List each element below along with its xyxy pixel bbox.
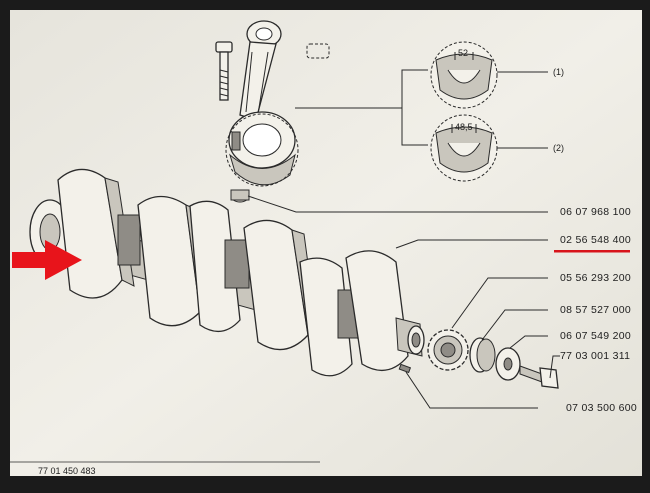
dimension-label-2: 48,5 <box>455 122 473 132</box>
highlight-underline <box>554 250 630 253</box>
part-number-3: 05 56 293 200 <box>560 272 631 284</box>
washer <box>495 347 521 381</box>
spacer-ring <box>469 337 496 373</box>
part-number-5: 06 07 549 200 <box>560 330 631 342</box>
leader-lines <box>247 195 560 409</box>
big-end-detail-marker <box>225 113 299 187</box>
dimension-label-1: 52 <box>458 48 468 58</box>
detail-view-2: 48,5 (2) <box>430 114 564 182</box>
detail-label-1: (1) <box>553 67 564 77</box>
rod-bolt <box>215 41 233 101</box>
part-number-4: 08 57 527 000 <box>560 304 631 316</box>
red-arrow-icon <box>12 240 82 280</box>
detail-view-1: 52 (1) <box>430 41 564 109</box>
crank-bolt <box>519 365 559 389</box>
bush-part <box>230 189 250 203</box>
timing-sprocket <box>427 329 469 371</box>
part-number-list: 06 07 968 100 02 56 548 400 05 56 293 20… <box>560 206 637 414</box>
connecting-rod-assembly <box>215 20 428 203</box>
small-end-bush <box>306 43 330 59</box>
footer-reference: 77 01 450 483 <box>38 466 96 476</box>
part-number-7: 07 03 500 600 <box>566 402 637 414</box>
detail-label-2: (2) <box>553 143 564 153</box>
part-number-1: 06 07 968 100 <box>560 206 631 218</box>
part-number-6: 77 03 001 311 <box>560 350 630 362</box>
woodruff-key <box>398 363 412 374</box>
connecting-rod <box>228 20 296 186</box>
crankshaft <box>29 168 425 377</box>
part-number-2: 02 56 548 400 <box>560 234 631 246</box>
